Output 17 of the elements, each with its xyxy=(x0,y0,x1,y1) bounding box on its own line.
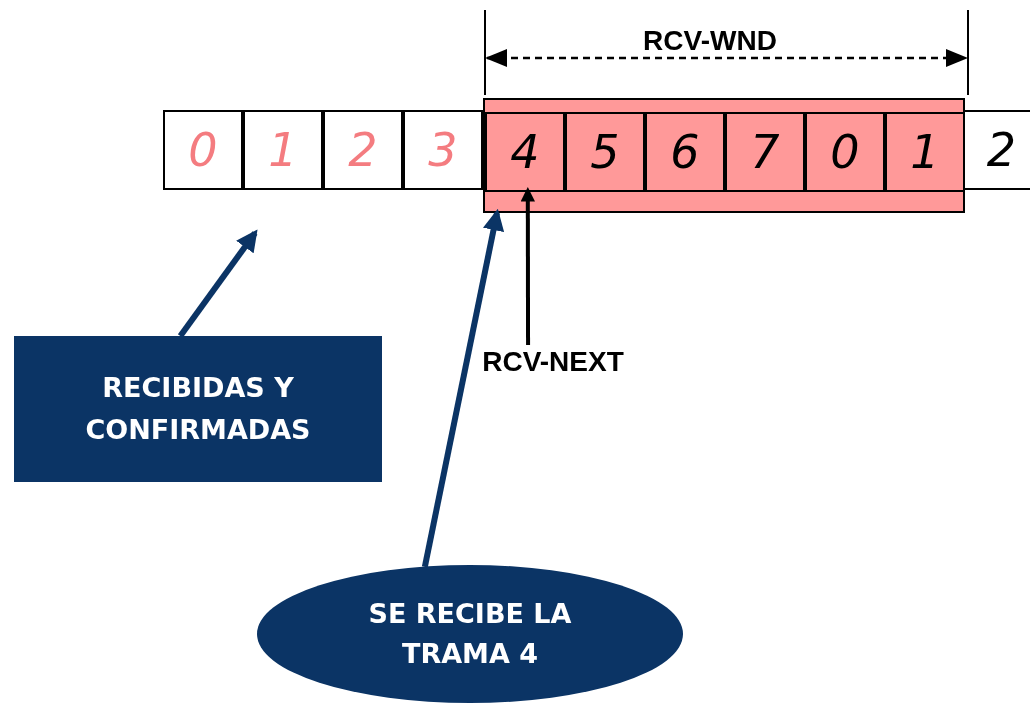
frame-cell: 0 xyxy=(163,110,243,190)
window-band xyxy=(483,98,965,213)
arrow xyxy=(177,229,258,338)
frame-cell: 1 xyxy=(243,110,323,190)
arrow xyxy=(421,208,505,568)
arrow xyxy=(520,187,535,345)
frame-cell: 6 xyxy=(645,112,725,192)
window-label: RCV-WND xyxy=(642,24,778,58)
note-ellipse: SE RECIBE LA TRAMA 4 xyxy=(257,565,683,703)
frame-cell: 4 xyxy=(485,112,565,192)
frame-cell: 3 xyxy=(403,110,483,190)
frame-cell: 2 xyxy=(323,110,403,190)
frame-cell: 5 xyxy=(565,112,645,192)
frame-cell: 2 xyxy=(963,110,1030,190)
note-box: RECIBIDAS Y CONFIRMADAS xyxy=(14,336,382,482)
frame-cell: 0 xyxy=(805,112,885,192)
frame-cell: 7 xyxy=(725,112,805,192)
